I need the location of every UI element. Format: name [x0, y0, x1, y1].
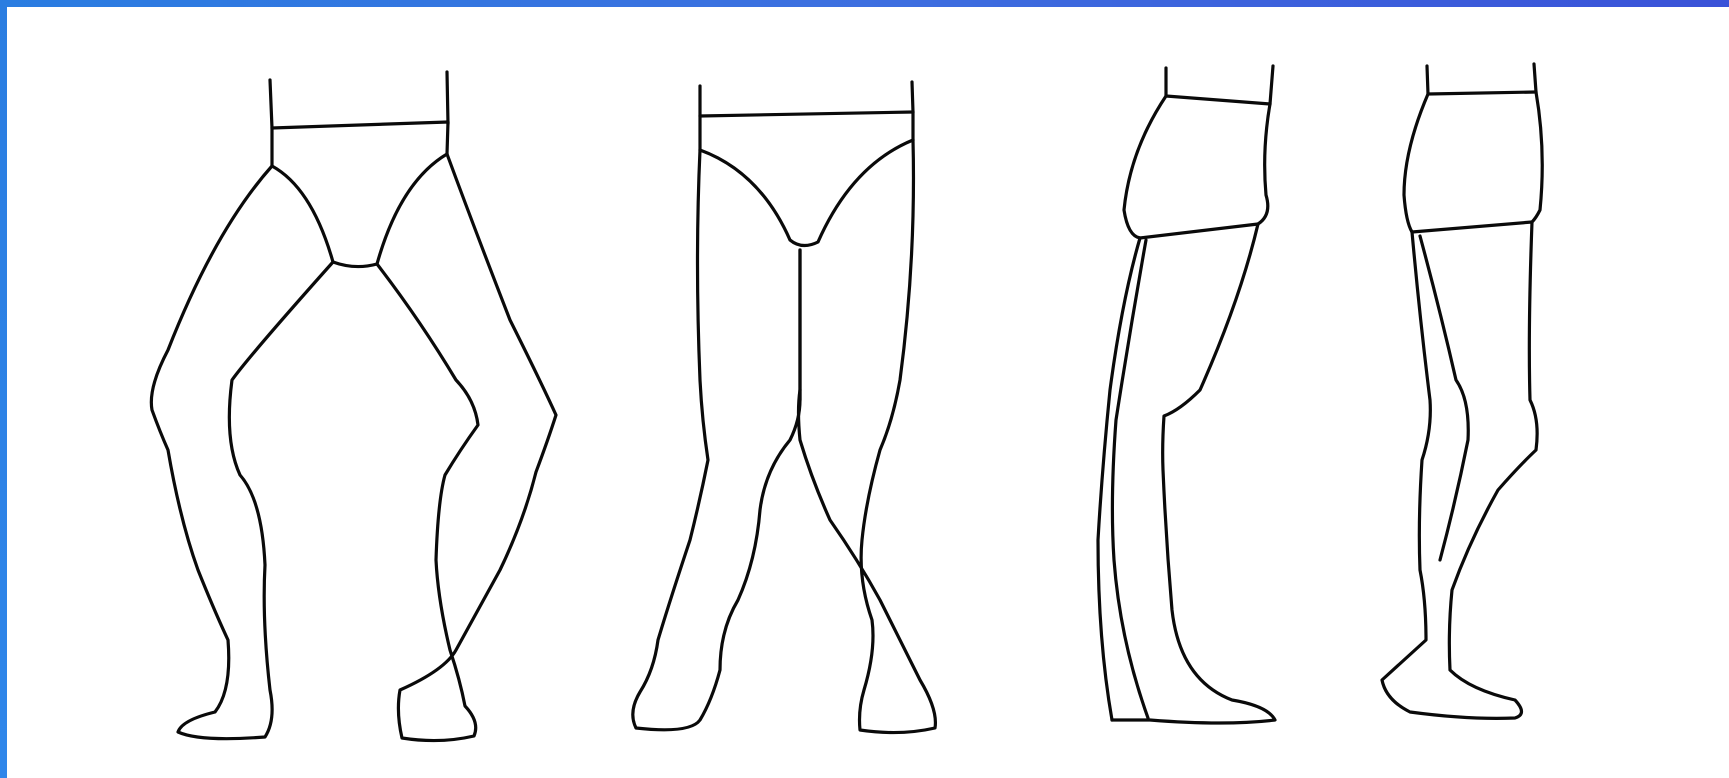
- hyperextended-knee-side-view: [1098, 66, 1275, 723]
- o-shaped-legs-front-view: [151, 72, 556, 741]
- bent-knee-side-view: [1382, 64, 1542, 718]
- x-shaped-legs-front-view: [633, 82, 936, 733]
